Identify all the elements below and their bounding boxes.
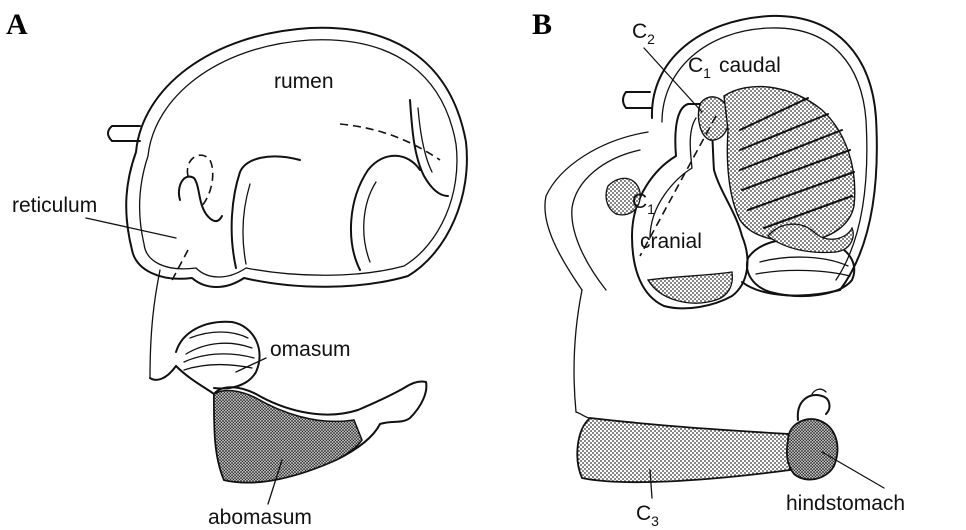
panel-letter-b: B: [532, 8, 552, 41]
label-c1-cranial-symbol: C1: [632, 190, 655, 217]
label-abomasum: abomasum: [208, 506, 312, 529]
omasum-leader: [236, 358, 266, 372]
c1-cranial-inner: [650, 118, 696, 238]
label-c3: C3: [636, 502, 659, 529]
rumen-pillar-right: [410, 100, 448, 196]
hindstomach-compartment: [787, 419, 838, 480]
reticulo-rumen-fold: [179, 177, 222, 222]
label-hindstomach: hindstomach: [786, 492, 905, 515]
omasum-lamina-2: [184, 354, 254, 362]
duodenum-stub: [798, 395, 830, 420]
reticulum-leader: [86, 218, 176, 238]
c3-descending: [574, 290, 582, 412]
label-c2: C2: [632, 20, 655, 47]
rumen-outer-wall: [126, 28, 467, 287]
omentum-line: [150, 270, 160, 378]
rumen-sac-right-inner: [364, 182, 376, 262]
panel-a: A reticulum rumen omasum: [6, 8, 467, 529]
esophagus-b: [623, 92, 652, 108]
panel-letter-a: A: [6, 8, 28, 41]
rumen-sac-right: [351, 156, 420, 270]
rumen-pillar-right-inner: [418, 108, 432, 172]
c1-cranial-glands: [648, 272, 732, 303]
rumen-pillar-left: [232, 156, 300, 268]
omasum-lamina-1: [186, 343, 252, 354]
sacculation-line-2: [756, 270, 850, 276]
duodenum-stub-end: [812, 389, 826, 394]
label-rumen: rumen: [274, 70, 334, 93]
rumen-pillar-left-inner: [243, 184, 250, 264]
abomasum-stippled: [214, 391, 362, 483]
label-c1-cranial-word: cranial: [640, 230, 702, 253]
c3-inlet: [576, 412, 590, 418]
label-reticulum: reticulum: [12, 194, 97, 217]
label-omasum: omasum: [270, 338, 351, 361]
omentum-b-inner: [572, 150, 640, 290]
omasum-lamina-4: [190, 332, 248, 338]
esophagus: [108, 126, 140, 141]
sacculation-line-1: [760, 257, 848, 266]
omasum-inlet: [150, 366, 176, 380]
c3-compartment: [577, 418, 790, 482]
